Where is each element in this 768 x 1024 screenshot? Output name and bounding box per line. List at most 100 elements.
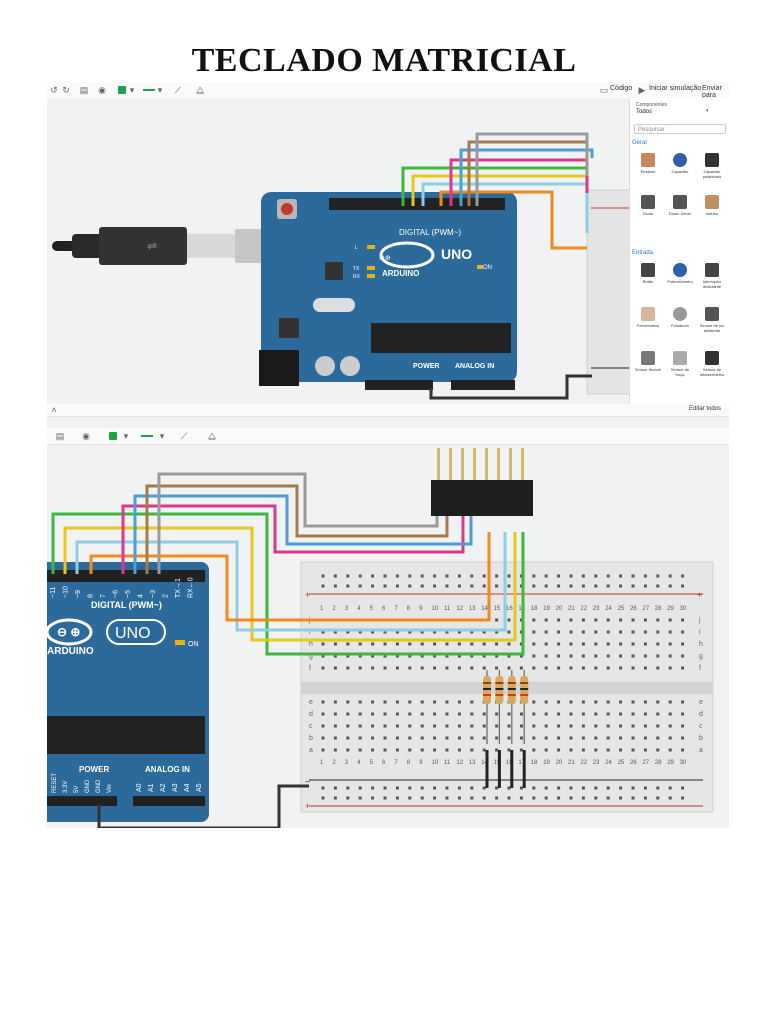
terminal-hole[interactable]: [482, 630, 486, 634]
rail-hole[interactable]: [681, 584, 685, 588]
rail-hole[interactable]: [557, 584, 561, 588]
code-button[interactable]: Código: [610, 85, 633, 92]
rail-hole[interactable]: [457, 574, 461, 578]
terminal-hole[interactable]: [445, 630, 449, 634]
terminal-hole[interactable]: [631, 736, 635, 740]
terminal-hole[interactable]: [681, 712, 685, 716]
terminal-hole[interactable]: [643, 618, 647, 622]
rail-hole[interactable]: [681, 796, 685, 800]
terminal-hole[interactable]: [581, 666, 585, 670]
terminal-hole[interactable]: [619, 712, 623, 716]
terminal-hole[interactable]: [594, 748, 598, 752]
terminal-hole[interactable]: [519, 654, 523, 658]
rail-hole[interactable]: [681, 786, 685, 790]
terminal-hole[interactable]: [681, 724, 685, 728]
terminal-hole[interactable]: [395, 642, 399, 646]
terminal-hole[interactable]: [433, 712, 437, 716]
rail-hole[interactable]: [544, 786, 548, 790]
rail-hole[interactable]: [569, 574, 573, 578]
rail-hole[interactable]: [668, 584, 672, 588]
component-item[interactable]: Potenciômetro: [666, 260, 694, 298]
terminal-hole[interactable]: [532, 666, 536, 670]
terminal-hole[interactable]: [532, 700, 536, 704]
terminal-hole[interactable]: [420, 748, 424, 752]
rail-hole[interactable]: [532, 786, 536, 790]
component-item[interactable]: Sensor de força: [666, 348, 694, 386]
terminal-hole[interactable]: [495, 736, 499, 740]
terminal-hole[interactable]: [433, 748, 437, 752]
terminal-hole[interactable]: [668, 642, 672, 646]
terminal-hole[interactable]: [631, 700, 635, 704]
terminal-hole[interactable]: [594, 618, 598, 622]
rail-hole[interactable]: [358, 796, 362, 800]
terminal-hole[interactable]: [557, 712, 561, 716]
terminal-hole[interactable]: [445, 712, 449, 716]
terminal-hole[interactable]: [333, 712, 337, 716]
terminal-hole[interactable]: [408, 642, 412, 646]
mirror-icon[interactable]: ⟋: [180, 431, 188, 441]
wire-style-swatch[interactable]: [143, 89, 155, 91]
terminal-hole[interactable]: [544, 748, 548, 752]
rail-hole[interactable]: [606, 796, 610, 800]
terminal-hole[interactable]: [321, 748, 325, 752]
terminal-hole[interactable]: [333, 654, 337, 658]
rail-hole[interactable]: [594, 796, 598, 800]
terminal-hole[interactable]: [631, 642, 635, 646]
terminal-hole[interactable]: [358, 736, 362, 740]
terminal-hole[interactable]: [482, 724, 486, 728]
rail-hole[interactable]: [631, 786, 635, 790]
rail-hole[interactable]: [581, 584, 585, 588]
terminal-hole[interactable]: [681, 618, 685, 622]
terminal-hole[interactable]: [581, 748, 585, 752]
terminal-hole[interactable]: [408, 736, 412, 740]
rail-hole[interactable]: [619, 584, 623, 588]
rail-hole[interactable]: [656, 786, 660, 790]
terminal-hole[interactable]: [681, 630, 685, 634]
terminal-hole[interactable]: [321, 712, 325, 716]
rail-hole[interactable]: [557, 786, 561, 790]
terminal-hole[interactable]: [358, 712, 362, 716]
terminal-hole[interactable]: [569, 618, 573, 622]
terminal-hole[interactable]: [569, 654, 573, 658]
terminal-hole[interactable]: [519, 748, 523, 752]
terminal-hole[interactable]: [594, 700, 598, 704]
redo-icon[interactable]: ↻: [62, 85, 70, 95]
rail-hole[interactable]: [457, 796, 461, 800]
terminal-hole[interactable]: [346, 642, 350, 646]
rail-hole[interactable]: [619, 786, 623, 790]
terminal-hole[interactable]: [619, 748, 623, 752]
terminal-hole[interactable]: [346, 654, 350, 658]
terminal-hole[interactable]: [457, 724, 461, 728]
terminal-hole[interactable]: [619, 630, 623, 634]
rail-hole[interactable]: [631, 584, 635, 588]
terminal-hole[interactable]: [619, 618, 623, 622]
rail-hole[interactable]: [346, 574, 350, 578]
terminal-hole[interactable]: [333, 736, 337, 740]
rail-hole[interactable]: [445, 786, 449, 790]
wire-bundle-zoom[interactable]: [51, 472, 525, 828]
terminal-hole[interactable]: [606, 700, 610, 704]
terminal-hole[interactable]: [420, 700, 424, 704]
terminal-hole[interactable]: [569, 666, 573, 670]
terminal-hole[interactable]: [358, 630, 362, 634]
terminal-hole[interactable]: [333, 630, 337, 634]
rail-hole[interactable]: [321, 786, 325, 790]
rail-hole[interactable]: [445, 796, 449, 800]
terminal-hole[interactable]: [544, 736, 548, 740]
terminal-hole[interactable]: [482, 712, 486, 716]
terminal-hole[interactable]: [532, 736, 536, 740]
terminal-hole[interactable]: [606, 736, 610, 740]
rail-hole[interactable]: [532, 584, 536, 588]
rail-hole[interactable]: [495, 574, 499, 578]
terminal-hole[interactable]: [681, 700, 685, 704]
terminal-hole[interactable]: [433, 724, 437, 728]
terminal-hole[interactable]: [544, 654, 548, 658]
rail-hole[interactable]: [383, 584, 387, 588]
terminal-hole[interactable]: [668, 666, 672, 670]
rail-hole[interactable]: [681, 574, 685, 578]
terminal-hole[interactable]: [581, 642, 585, 646]
terminal-hole[interactable]: [321, 642, 325, 646]
terminal-hole[interactable]: [495, 618, 499, 622]
terminal-hole[interactable]: [643, 736, 647, 740]
